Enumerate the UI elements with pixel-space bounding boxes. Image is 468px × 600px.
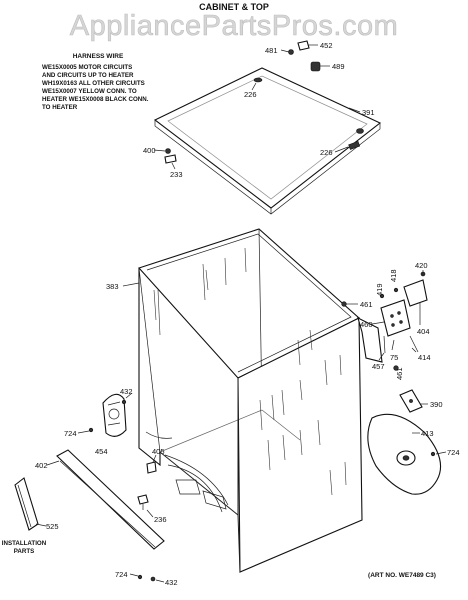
callout-label: 724 xyxy=(447,448,460,457)
callout-label: 432 xyxy=(120,387,133,396)
callout-label: 419 xyxy=(375,283,384,296)
callouts-right: 383 420 418 419 461 460 404 414 75 457 4… xyxy=(106,261,431,380)
bracket-404 xyxy=(403,279,428,307)
motor-cover-454 xyxy=(102,393,127,437)
callout-label: 414 xyxy=(418,353,431,362)
screw-724-bottom xyxy=(137,574,143,580)
art-number: (ART NO. WE7489 C3) xyxy=(368,572,436,579)
callout-label: 461 xyxy=(395,367,404,380)
harness-line: WE15X0007 YELLOW CONN. TO xyxy=(42,88,137,95)
callout-label: 405 xyxy=(152,447,165,456)
top-panel xyxy=(153,67,382,215)
watermark: AppliancePartsPros.com xyxy=(70,10,399,42)
clip-405 xyxy=(146,461,157,474)
callout-label: 226 xyxy=(320,148,333,157)
callout-label: 413 xyxy=(421,429,434,438)
callout-label: 404 xyxy=(417,327,430,336)
callout-label: 226 xyxy=(244,90,257,99)
callout-label: 457 xyxy=(372,362,385,371)
callout-label: 233 xyxy=(170,170,183,179)
callout-label: 75 xyxy=(390,353,398,362)
callout-label: 724 xyxy=(115,570,128,579)
door-413 xyxy=(367,413,442,495)
callout-label: 418 xyxy=(389,269,398,282)
installation-label: INSTALLATION xyxy=(2,540,47,547)
callout-label: 452 xyxy=(320,41,333,50)
harness-line: TO HEATER xyxy=(42,104,78,111)
screw-724-right xyxy=(430,451,436,457)
harness-title: HARNESS WIRE xyxy=(73,53,124,60)
cabinet xyxy=(138,228,363,573)
screw-432-bottom xyxy=(150,576,156,582)
foot-236 xyxy=(137,494,149,510)
section-title: CABINET & TOP xyxy=(199,2,269,12)
installation-label: PARTS xyxy=(14,548,35,555)
mounting-bracket xyxy=(357,316,383,363)
callout-label: 390 xyxy=(430,400,443,409)
harness-line: HEATER WE15X0008 BLACK CONN. xyxy=(42,96,149,103)
callout-label: 400 xyxy=(143,146,156,155)
callout-label: 724 xyxy=(64,429,77,438)
callout-label: 391 xyxy=(362,108,375,117)
callout-label: 236 xyxy=(154,515,167,524)
screw-432-upper xyxy=(121,399,127,405)
harness-line: WE15X0005 MOTOR CIRCUITS xyxy=(42,64,132,71)
callout-label: 454 xyxy=(95,447,108,456)
callout-label: 461 xyxy=(360,300,373,309)
spring-233 xyxy=(164,154,177,164)
harness-wire-note: HARNESS WIRE WE15X0005 MOTOR CIRCUITS AN… xyxy=(42,53,149,111)
screw-418-419 xyxy=(379,287,399,299)
harness-line: AND CIRCUITS UP TO HEATER xyxy=(42,72,134,79)
screw-461-upper xyxy=(341,301,347,307)
spring-clip-75 xyxy=(383,335,419,354)
screw-481 xyxy=(288,49,294,55)
harness-line: WH19X0163 ALL OTHER CIRCUITS xyxy=(42,80,145,87)
screw-724-left xyxy=(88,427,94,433)
callout-label: 383 xyxy=(106,282,119,291)
callout-label: 460 xyxy=(360,320,373,329)
callout-label: 420 xyxy=(415,261,428,270)
door-plate-390 xyxy=(399,389,423,413)
callouts-top: 481 452 489 226 391 400 233 226 xyxy=(143,41,375,179)
callouts-door: 390 413 724 xyxy=(412,400,460,457)
kick-panel-402 xyxy=(56,449,165,550)
callouts-left: 432 724 454 405 402 525 236 724 432 xyxy=(35,387,178,587)
installation-parts-525 xyxy=(14,477,39,531)
callout-label: 402 xyxy=(35,461,48,470)
callout-label: 489 xyxy=(332,62,345,71)
screw-400 xyxy=(165,148,171,154)
screw-461-lower xyxy=(393,365,399,371)
terminal-block-460 xyxy=(380,299,411,337)
clip-452 xyxy=(297,40,310,51)
callout-label: 432 xyxy=(165,578,178,587)
cabinet-shading xyxy=(153,247,347,496)
callout-label: 481 xyxy=(265,46,278,55)
callout-label: 525 xyxy=(46,522,59,531)
bumper-489 xyxy=(310,61,321,72)
